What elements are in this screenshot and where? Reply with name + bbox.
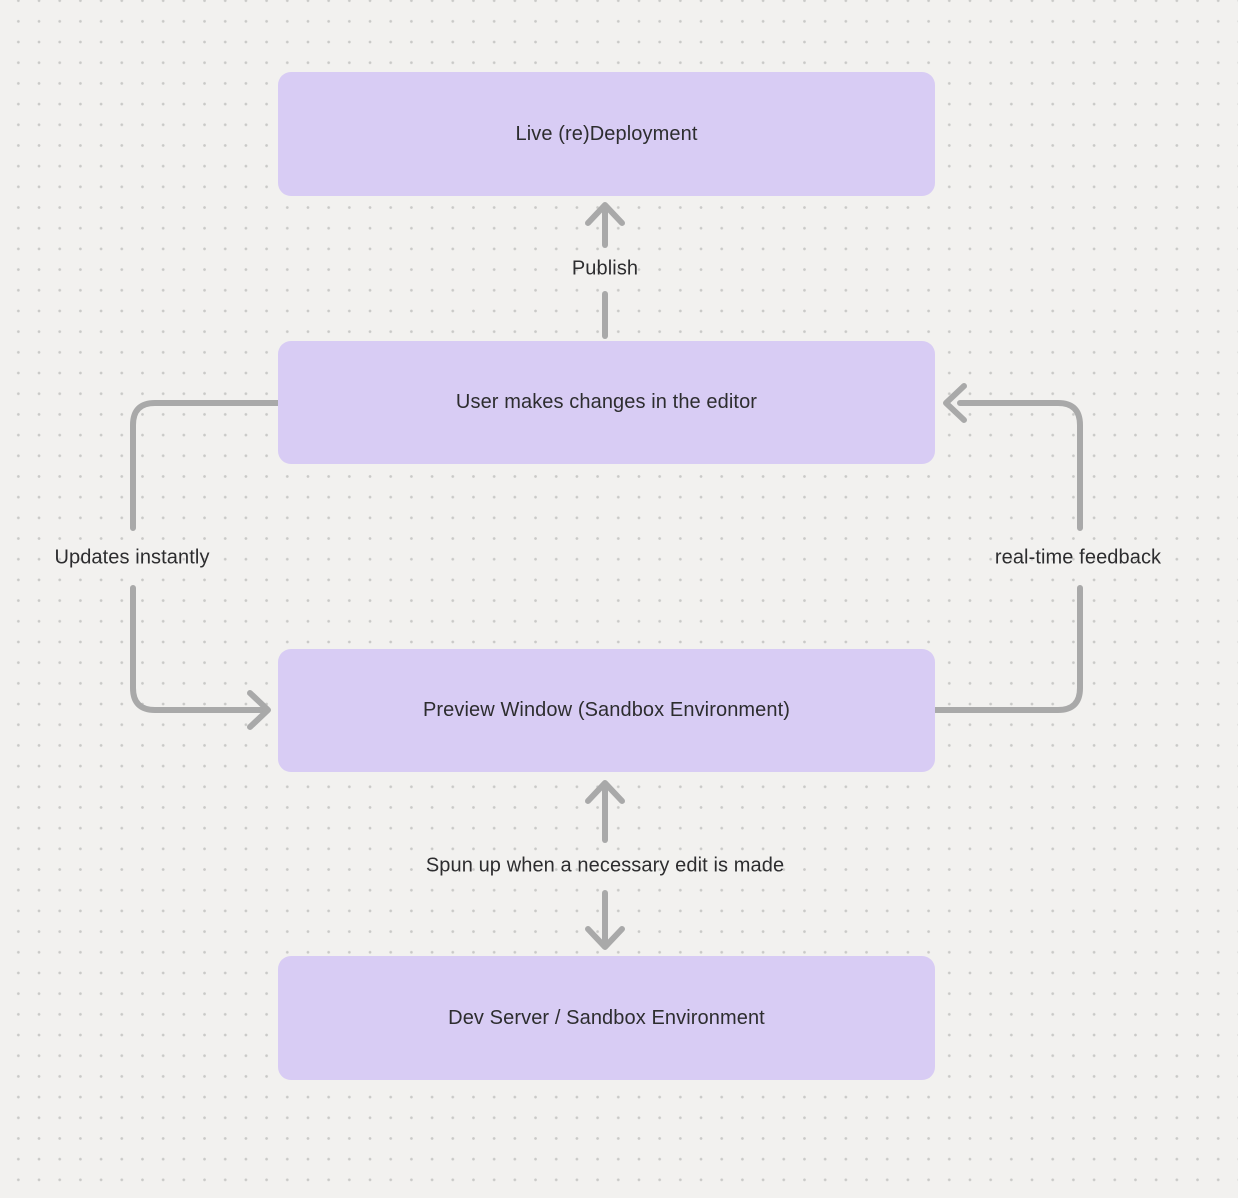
edge-label-updates-instantly: Updates instantly (54, 546, 210, 569)
edge-realtime-upper-line (957, 400, 1083, 531)
edge-realtime-feedback-connector (932, 383, 1083, 713)
node-live-redeployment[interactable]: Live (re)Deployment (278, 72, 935, 196)
node-label: User makes changes in the editor (455, 391, 758, 413)
node-label: Live (re)Deployment (515, 122, 698, 145)
edge-realtime-lower-line (932, 585, 1083, 713)
node-label: Dev Server / Sandbox Environment (448, 1006, 765, 1029)
node-preview-window[interactable]: Preview Window (Sandbox Environment) (278, 649, 935, 772)
edge-label-spun-up: Spun up when a necessary edit is made (425, 854, 785, 877)
arrowhead-right-icon (247, 690, 271, 730)
edge-updates-instantly-connector (130, 400, 281, 730)
node-label: Preview Window (Sandbox Environment) (422, 699, 791, 721)
node-dev-server[interactable]: Dev Server / Sandbox Environment (278, 956, 935, 1080)
arrowhead-left-icon (943, 383, 967, 423)
edge-updates-lower-line (130, 585, 265, 713)
node-user-changes[interactable]: User makes changes in the editor (278, 341, 935, 464)
edge-label-publish: Publish (571, 257, 639, 280)
arrowhead-up-icon (585, 780, 625, 804)
arrowhead-up-icon (585, 202, 625, 226)
edge-spun-up-connector (585, 780, 625, 950)
edge-updates-upper-line (130, 400, 281, 531)
arrowhead-down-icon (585, 926, 625, 950)
edge-label-realtime-feedback: real-time feedback (994, 546, 1162, 569)
edge-publish-connector (585, 202, 625, 339)
